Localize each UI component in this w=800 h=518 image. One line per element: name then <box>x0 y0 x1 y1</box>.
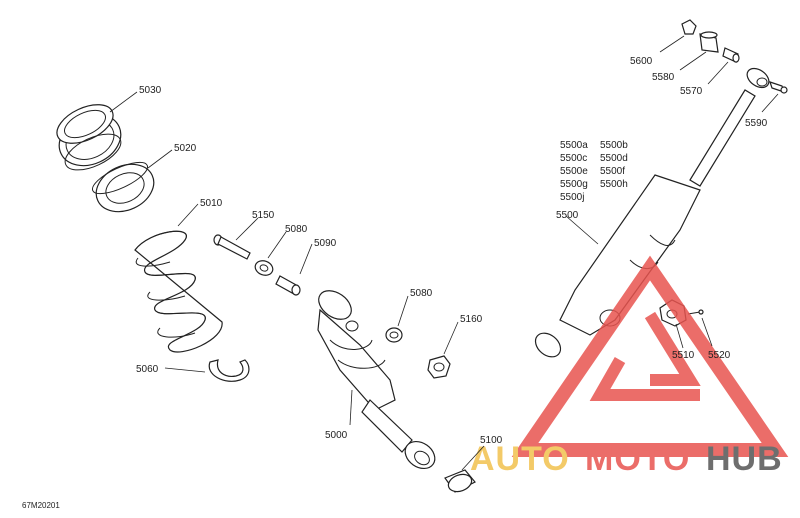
spring-seat-5020 <box>91 161 155 213</box>
bushing-5100 <box>444 469 476 493</box>
callout-5500f: 5500f <box>600 166 625 177</box>
callout-5100: 5100 <box>480 435 503 446</box>
nut-5160 <box>427 355 451 379</box>
clip-5060 <box>208 359 250 382</box>
callout-5080-upper: 5080 <box>285 224 308 235</box>
callout-5500g: 5500g <box>560 179 588 190</box>
bushing-5080-upper <box>254 260 274 276</box>
bolt-5150 <box>213 234 251 260</box>
callout-5500j: 5500j <box>560 192 584 203</box>
callout-5160: 5160 <box>460 314 483 325</box>
callout-5500e: 5500e <box>560 166 588 177</box>
watermark-word-moto: MOTO <box>585 440 690 478</box>
callout-5090: 5090 <box>314 238 337 249</box>
callout-5060: 5060 <box>136 364 159 375</box>
callout-5080-lower: 5080 <box>410 288 433 299</box>
callout-5570: 5570 <box>680 86 703 97</box>
screw-5520 <box>687 309 704 315</box>
callout-5520: 5520 <box>708 350 731 361</box>
callout-labels: 5030 5020 5010 5060 5150 5080 5090 5080 … <box>136 56 768 446</box>
spring-retainer-5030 <box>56 104 122 171</box>
nut-5600 <box>681 19 697 35</box>
callout-5510: 5510 <box>672 350 695 361</box>
watermark-triangle <box>511 255 789 457</box>
callout-5010: 5010 <box>200 198 223 209</box>
callout-5500c: 5500c <box>560 153 587 164</box>
shock-absorber-5500 <box>534 67 770 358</box>
callout-5500h: 5500h <box>600 179 628 190</box>
watermark-logo: AUTO MOTO HUB <box>470 255 789 478</box>
sleeve-5090 <box>275 275 301 296</box>
leader-lines <box>109 35 779 471</box>
callout-5020: 5020 <box>174 143 197 154</box>
callout-5590: 5590 <box>745 118 768 129</box>
callout-5500d: 5500d <box>600 153 628 164</box>
watermark-word-hub: HUB <box>706 440 783 478</box>
callout-5500b: 5500b <box>600 140 628 151</box>
bolt-5590 <box>769 81 788 94</box>
callout-5150: 5150 <box>252 210 275 221</box>
shock-absorber-5000 <box>317 290 436 470</box>
drawing-code: 67M20201 <box>22 501 60 510</box>
sleeve-5570 <box>722 47 740 63</box>
callout-5000: 5000 <box>325 430 348 441</box>
callout-5500a: 5500a <box>560 140 588 151</box>
callout-5030: 5030 <box>139 85 162 96</box>
bushing-5080-lower <box>385 327 403 343</box>
bushing-5580 <box>699 31 719 53</box>
callout-5580: 5580 <box>652 72 675 83</box>
coil-spring-5010 <box>134 230 223 353</box>
watermark-word-auto: AUTO <box>470 440 570 478</box>
callout-5500: 5500 <box>556 210 579 221</box>
watermark-inner-mark <box>589 311 701 401</box>
callout-5600: 5600 <box>630 56 653 67</box>
